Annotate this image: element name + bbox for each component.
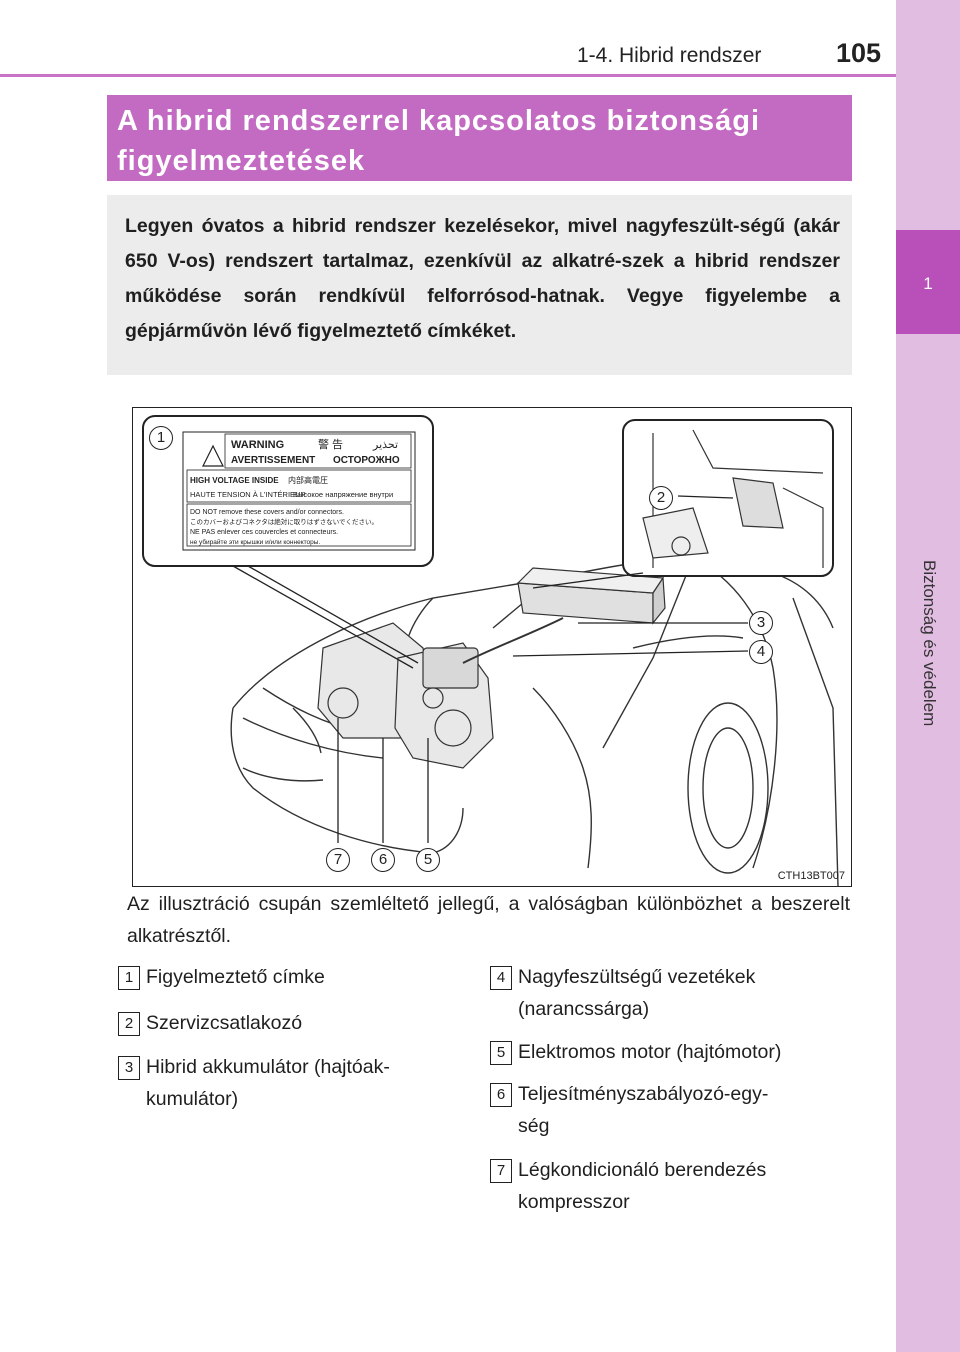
legend-badge: 7 — [490, 1159, 512, 1183]
label-ru2: не убирайте эти крышки и/или коннекторы. — [190, 538, 320, 546]
legend-badge: 2 — [118, 1012, 140, 1036]
label-ht: HAUTE TENSION À L'INTÉRIEUR — [190, 490, 306, 499]
page-title: A hibrid rendszerrel kapcsolatos biztons… — [117, 105, 761, 177]
callout-3: 3 — [749, 611, 773, 635]
legend-badge: 6 — [490, 1083, 512, 1107]
chapter-title: Biztonság és védelem — [920, 560, 939, 727]
header-rule — [0, 74, 896, 77]
label-ne-pas: NE PAS enlever ces couvercles et connect… — [190, 529, 338, 536]
legend-text: Szervizcsatlakozó — [146, 1012, 303, 1034]
legend-text-cont: kumulátor) — [146, 1088, 239, 1110]
callout-5: 5 — [416, 848, 440, 872]
label-avert-ru: ОСТОРОЖНО — [333, 455, 400, 466]
callout-6: 6 — [371, 848, 395, 872]
legend-text: Nagyfeszültségű vezetékek — [518, 966, 756, 988]
figure-code: CTH13BT007 — [777, 870, 845, 882]
label-warning-jp: 警 告 — [318, 437, 343, 451]
legend-item: 7 Légkondicionáló berendezés kompresszor — [490, 1154, 860, 1224]
label-warning: WARNING — [231, 439, 284, 451]
label-avert: AVERTISSEMENT — [231, 455, 315, 466]
callout-1: 1 — [149, 426, 173, 450]
legend-badge: 4 — [490, 966, 512, 990]
callout-2: 2 — [649, 486, 673, 510]
chapter-side-tab — [896, 0, 960, 1352]
legend-text-cont: kompresszor — [518, 1191, 630, 1213]
car-engine-drawing: WARNING 警 告 تحذير AVERTISSEMENT ОСТОРОЖН… — [142, 415, 839, 886]
legend-text-cont: ség — [518, 1115, 550, 1137]
legend-text: Légkondicionáló berendezés — [518, 1159, 767, 1181]
chapter-number-tab: 1 — [896, 230, 960, 334]
legend-text: Figyelmeztető címke — [146, 966, 325, 988]
page-number: 105 — [836, 38, 882, 68]
intro-text: Legyen óvatos a hibrid rendszer kezelése… — [125, 215, 840, 342]
legend-text: Teljesítményszabályozó-egy- — [518, 1083, 769, 1105]
chapter-number: 1 — [923, 274, 933, 293]
legend-text-cont: (narancssárga) — [518, 998, 650, 1020]
label-ht-ru: Высокое напряжение внутри — [293, 490, 393, 499]
legend-badge: 5 — [490, 1041, 512, 1065]
callout-7: 7 — [326, 848, 350, 872]
legend-item: 6 Teljesítményszabályozó-egy- ség — [490, 1078, 860, 1148]
label-hv-jp: 内部高電圧 — [288, 475, 328, 485]
callout-4: 4 — [749, 640, 773, 664]
hybrid-system-illustration: WARNING 警 告 تحذير AVERTISSEMENT ОСТОРОЖН… — [132, 407, 852, 887]
label-jp2: このカバーおよびコネクタは絶対に取りはずさないでください。 — [190, 517, 378, 526]
intro-box: Legyen óvatos a hibrid rendszer kezelése… — [107, 195, 852, 375]
label-do-not: DO NOT remove these covers and/or connec… — [190, 509, 344, 516]
legend-item: 4 Nagyfeszültségű vezetékek (narancssárg… — [490, 961, 860, 1031]
figure-caption: Az illusztráció csupán szemléltető jelle… — [127, 893, 850, 947]
legend-item: 3 Hibrid akkumulátor (hajtóak- kumulátor… — [118, 1051, 458, 1121]
label-warning-ar: تحذير — [372, 439, 398, 451]
section-title: 1-4. Hibrid rendszer — [577, 44, 762, 67]
legend-text: Elektromos motor (hajtómotor) — [518, 1041, 782, 1063]
label-hv: HIGH VOLTAGE INSIDE — [190, 476, 279, 485]
legend-text: Hibrid akkumulátor (hajtóak- — [146, 1056, 390, 1078]
title-banner: A hibrid rendszerrel kapcsolatos biztons… — [107, 95, 852, 181]
legend-badge: 1 — [118, 966, 140, 990]
legend-badge: 3 — [118, 1056, 140, 1080]
